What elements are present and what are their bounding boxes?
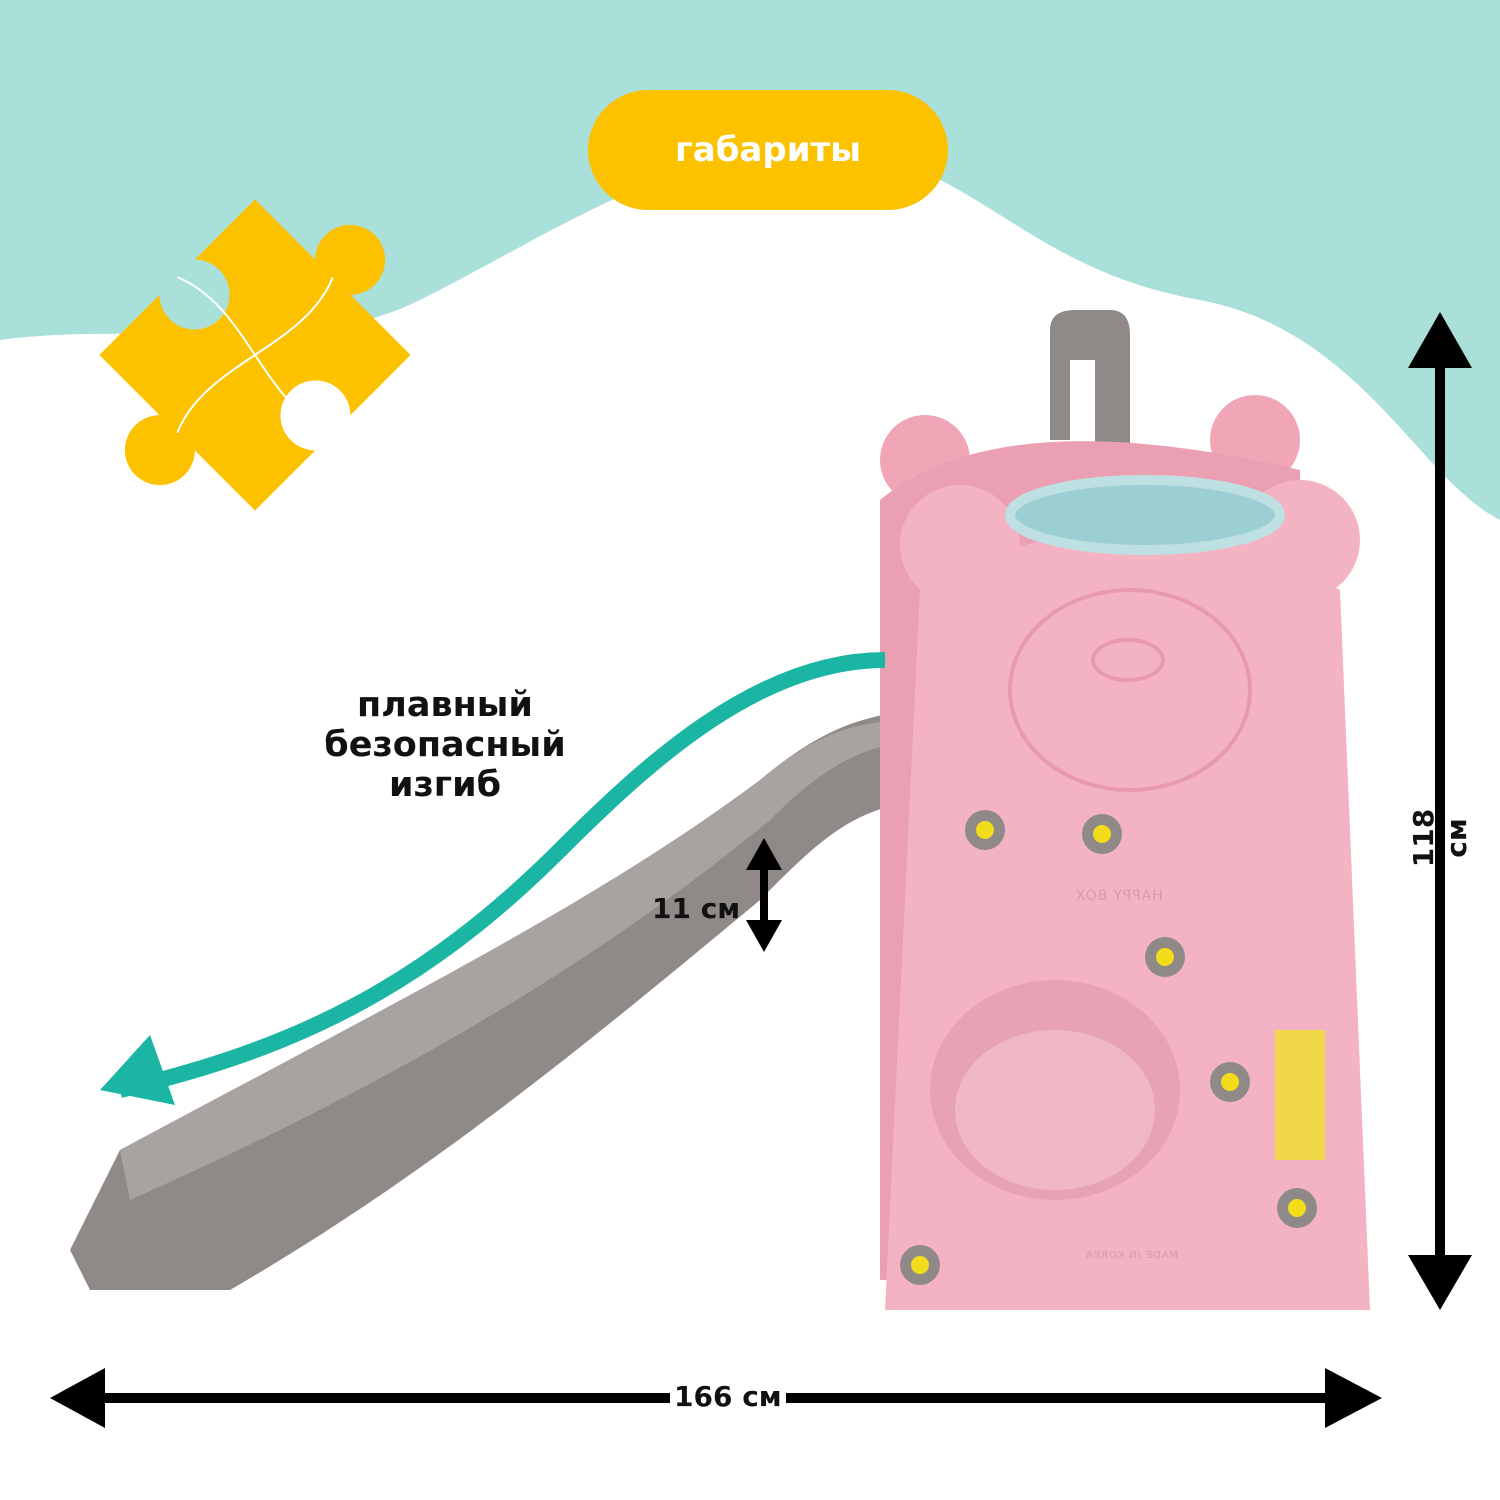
length-label: 166 см	[670, 1380, 786, 1413]
mint-wave-background	[0, 0, 1500, 520]
puzzle-piece-icon	[99, 199, 411, 511]
origin-embossing: MADE IN KOREA	[1085, 1250, 1179, 1261]
basket-hoop	[1005, 475, 1285, 555]
curve-arrow	[118, 652, 886, 1098]
grab-handle	[1050, 310, 1130, 450]
dimensions-badge: габариты	[588, 90, 948, 210]
bear-tower	[880, 395, 1370, 1310]
badge-label: габариты	[674, 130, 861, 170]
brand-embossing: HAPPY BOX	[1075, 888, 1163, 904]
caption-line: плавный	[357, 685, 533, 725]
curve-arrowhead-icon	[100, 1035, 175, 1105]
height-label: 118 см	[1407, 808, 1473, 868]
caption-line: изгиб	[388, 765, 502, 805]
caption-line: безопасный	[324, 725, 566, 765]
slide-depth-label: 11 см	[652, 892, 741, 925]
feature-caption: плавный безопасный изгиб	[290, 685, 600, 805]
